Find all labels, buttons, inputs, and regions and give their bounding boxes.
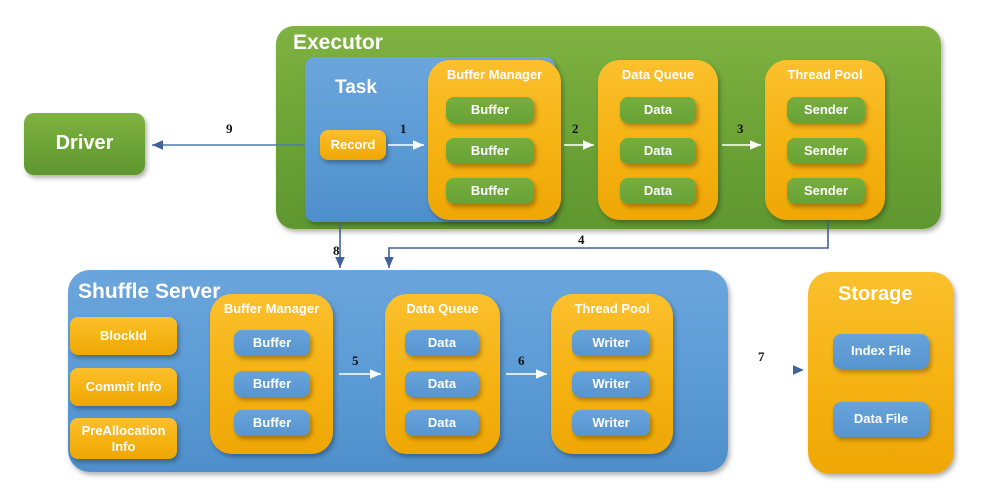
executor-data-item[interactable]: Data	[620, 138, 696, 164]
executor-data-item[interactable]: Data	[620, 97, 696, 123]
executor-data-item-label: Data	[643, 101, 673, 117]
shuffle-preallocation-info-node[interactable]: PreAllocation Info	[70, 418, 177, 459]
storage-data-file-label: Data File	[853, 411, 909, 427]
shuffle-data-item[interactable]: Data	[405, 410, 479, 436]
storage-index-file-node[interactable]: Index File	[833, 334, 929, 369]
executor-buffer-item[interactable]: Buffer	[446, 97, 534, 123]
record-node[interactable]: Record	[320, 130, 386, 160]
storage-label: Storage	[838, 283, 913, 305]
executor-buffer-item-label: Buffer	[470, 182, 510, 198]
executor-data-item[interactable]: Data	[620, 178, 696, 204]
storage-index-file-label: Index File	[851, 343, 911, 359]
executor-label: Executor	[293, 31, 383, 54]
arrow-label-1: 1	[400, 121, 407, 136]
shuffle-data-item-label: Data	[427, 375, 457, 391]
shuffle-server-label: Shuffle Server	[78, 280, 221, 303]
shuffle-blockid-node[interactable]: BlockId	[70, 317, 177, 355]
shuffle-data-item[interactable]: Data	[405, 330, 479, 356]
executor-buffer-item[interactable]: Buffer	[446, 138, 534, 164]
shuffle-buffer-item-label: Buffer	[252, 414, 292, 430]
executor-sender-item-label: Sender	[803, 182, 849, 198]
executor-buffer-item-label: Buffer	[470, 142, 510, 158]
shuffle-buffer-item[interactable]: Buffer	[234, 410, 310, 436]
task-label: Task	[335, 77, 377, 98]
shuffle-writer-item-label: Writer	[592, 414, 630, 430]
shuffle-buffer-item[interactable]: Buffer	[234, 371, 310, 397]
executor-data-item-label: Data	[643, 182, 673, 198]
executor-data-item-label: Data	[643, 142, 673, 158]
executor-sender-item-label: Sender	[803, 101, 849, 117]
executor-thread-pool-label: Thread Pool	[787, 67, 863, 82]
shuffle-buffer-manager-label: Buffer Manager	[223, 301, 320, 316]
arrow-label-3: 3	[737, 121, 744, 136]
shuffle-data-item-label: Data	[427, 334, 457, 350]
driver-label: Driver	[55, 132, 114, 155]
executor-sender-item[interactable]: Sender	[787, 97, 865, 123]
arrow-label-8: 8	[333, 243, 340, 258]
shuffle-thread-pool-label: Thread Pool	[574, 301, 650, 316]
storage-data-file-node[interactable]: Data File	[833, 402, 929, 437]
arrow-label-5: 5	[352, 353, 359, 368]
arrow-label-9: 9	[226, 121, 233, 136]
executor-buffer-item-label: Buffer	[470, 101, 510, 117]
executor-buffer-manager-label: Buffer Manager	[446, 67, 543, 82]
shuffle-commit-info-node[interactable]: Commit Info	[70, 368, 177, 406]
shuffle-buffer-item[interactable]: Buffer	[234, 330, 310, 356]
storage-region[interactable]	[808, 272, 954, 474]
executor-data-queue-label: Data Queue	[621, 67, 695, 82]
executor-sender-item[interactable]: Sender	[787, 178, 865, 204]
executor-sender-item[interactable]: Sender	[787, 138, 865, 164]
shuffle-data-item-label: Data	[427, 414, 457, 430]
shuffle-writer-item[interactable]: Writer	[572, 371, 650, 397]
driver-node[interactable]: Driver	[24, 113, 145, 175]
shuffle-buffer-item-label: Buffer	[252, 334, 292, 350]
arrow-label-6: 6	[518, 353, 525, 368]
shuffle-writer-item-label: Writer	[592, 375, 630, 391]
shuffle-commit-info-label: Commit Info	[85, 378, 162, 394]
shuffle-writer-item-label: Writer	[592, 334, 630, 350]
shuffle-data-item[interactable]: Data	[405, 371, 479, 397]
arrow-label-2: 2	[572, 121, 579, 136]
executor-sender-item-label: Sender	[803, 142, 849, 158]
record-label: Record	[330, 136, 376, 152]
shuffle-blockid-label: BlockId	[100, 327, 147, 343]
shuffle-writer-item[interactable]: Writer	[572, 410, 650, 436]
shuffle-writer-item[interactable]: Writer	[572, 330, 650, 356]
shuffle-data-queue-label: Data Queue	[406, 301, 479, 316]
arrow-label-4: 4	[578, 232, 585, 247]
arrow-label-7: 7	[758, 349, 765, 364]
shuffle-buffer-item-label: Buffer	[252, 375, 292, 391]
shuffle-preallocation-info-label: PreAllocation Info	[81, 423, 166, 454]
executor-buffer-item[interactable]: Buffer	[446, 178, 534, 204]
